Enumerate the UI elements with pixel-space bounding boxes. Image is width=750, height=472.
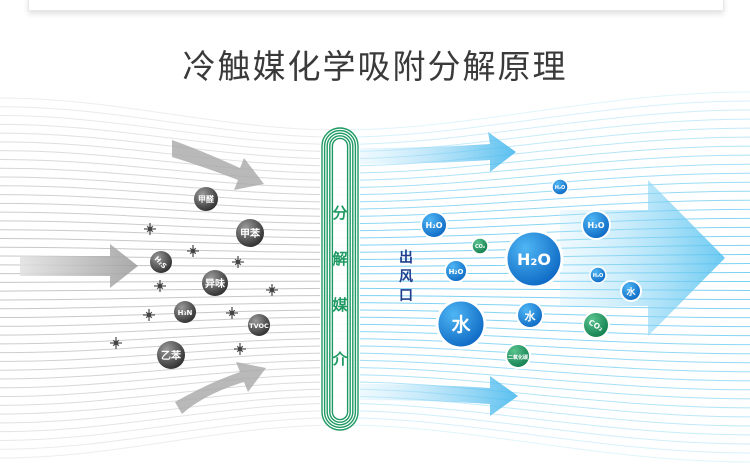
product-water-large: 水 — [437, 300, 485, 348]
incoming-arrow-bottom-icon — [175, 362, 266, 414]
outlet-char-3: 口 — [399, 288, 413, 304]
stream-line-blue — [340, 403, 750, 435]
stream-line-gray — [0, 116, 340, 145]
filter-char-1: 分 — [332, 204, 347, 222]
stream-line-gray — [0, 230, 340, 238]
spark-core — [236, 260, 240, 264]
svg-text:异味: 异味 — [205, 277, 225, 290]
stream-line-gray — [0, 177, 340, 195]
spark-core — [158, 284, 162, 288]
product-water-mid: 水 — [517, 302, 543, 328]
pollutant-yiben: 乙苯 — [157, 341, 185, 369]
stream-line-blue — [340, 331, 750, 344]
svg-text:H₂O: H₂O — [555, 185, 566, 191]
svg-text:CO₂: CO₂ — [475, 244, 485, 250]
stream-line-gray — [0, 133, 340, 159]
svg-text:水: 水 — [626, 286, 636, 298]
stream-line-blue — [340, 101, 750, 137]
product-co2-b: CO₂ — [583, 312, 609, 338]
stream-line-gray — [0, 203, 340, 216]
spark-core — [238, 347, 242, 351]
product-water-small: 水 — [621, 281, 641, 301]
stream-line-blue — [340, 339, 750, 354]
svg-text:H₂O: H₂O — [426, 221, 443, 230]
pollutant-yiwei: 异味 — [202, 270, 228, 296]
product-co2-text: 二氧化碳 — [506, 344, 530, 368]
stream-line-blue — [340, 92, 750, 130]
stream-line-gray — [0, 281, 340, 282]
product-co2-a: CO₂ — [472, 238, 488, 254]
svg-text:二氧化碳: 二氧化碳 — [508, 354, 529, 361]
pollutant-jiaquan: 甲醛 — [194, 187, 218, 211]
stream-line-gray — [0, 288, 340, 291]
stream-line-blue — [340, 310, 750, 318]
outlet-char-2: 风 — [399, 269, 413, 285]
svg-text:H₂O: H₂O — [588, 221, 605, 230]
outgoing-arrow-bottom-icon — [360, 376, 518, 416]
svg-text:水: 水 — [525, 309, 537, 323]
spark-core — [147, 313, 151, 317]
stream-line-gray — [0, 159, 340, 180]
pollutant-h3n: H₃N — [174, 301, 196, 323]
incoming-arrow-left-icon — [20, 244, 138, 288]
product-h2o-b: H₂O — [445, 260, 467, 282]
spark-core — [148, 227, 152, 231]
stream-line-gray — [0, 195, 340, 210]
outlet-char-1: 出 — [399, 249, 413, 266]
stream-line-gray — [0, 98, 340, 130]
stream-line-gray — [0, 396, 340, 423]
filter-char-3: 媒 — [332, 296, 348, 314]
stream-line-gray — [0, 295, 340, 299]
svg-text:乙苯: 乙苯 — [161, 349, 182, 362]
svg-text:TVOC: TVOC — [249, 322, 269, 330]
svg-text:水: 水 — [451, 314, 471, 336]
stream-line-gray — [0, 411, 340, 441]
spark-core — [270, 288, 274, 292]
spark-core — [114, 341, 118, 345]
stream-line-gray — [0, 418, 340, 449]
spark-core — [230, 311, 234, 315]
svg-text:甲苯: 甲苯 — [240, 227, 261, 240]
stream-line-blue — [340, 418, 750, 453]
product-h2o-right: H₂O — [582, 211, 610, 239]
filter-media: 分 解 媒 介 — [320, 128, 360, 430]
stream-line-gray — [0, 389, 340, 414]
spark-core — [191, 249, 195, 253]
stream-line-gray — [0, 310, 340, 318]
stream-line-gray — [0, 247, 340, 252]
stream-line-blue — [340, 164, 750, 187]
big-outgoing-arrow-icon — [560, 180, 725, 336]
svg-text:H₂O: H₂O — [517, 250, 551, 269]
filter-char-2: 解 — [332, 250, 347, 268]
product-h2o-c: H₂O — [590, 267, 606, 283]
stream-line-gray — [0, 238, 340, 245]
stream-line-blue — [340, 119, 750, 152]
stream-line-blue — [340, 396, 750, 426]
stream-line-blue — [340, 425, 750, 462]
product-h2o-small-top: H₂O — [552, 179, 568, 195]
pollutant-tvoc: TVOC — [248, 314, 270, 336]
stream-line-gray — [0, 403, 340, 431]
svg-text:H₂O: H₂O — [449, 268, 464, 276]
stream-line-gray — [0, 303, 340, 309]
outlet-label: 出 风 口 — [399, 249, 413, 304]
svg-text:H₃N: H₃N — [178, 309, 193, 317]
pollutant-h2s: H₂S — [150, 251, 172, 273]
pollutant-jiaben: 甲苯 — [236, 219, 264, 247]
outgoing-arrow-top-icon — [360, 132, 516, 172]
svg-text:H₂O: H₂O — [593, 273, 604, 279]
product-h2o-large: H₂O — [506, 231, 562, 287]
filter-char-4: 介 — [331, 350, 348, 368]
svg-text:甲醛: 甲醛 — [198, 194, 215, 204]
product-h2o-a: H₂O — [421, 212, 447, 238]
stream-line-gray — [0, 107, 340, 137]
